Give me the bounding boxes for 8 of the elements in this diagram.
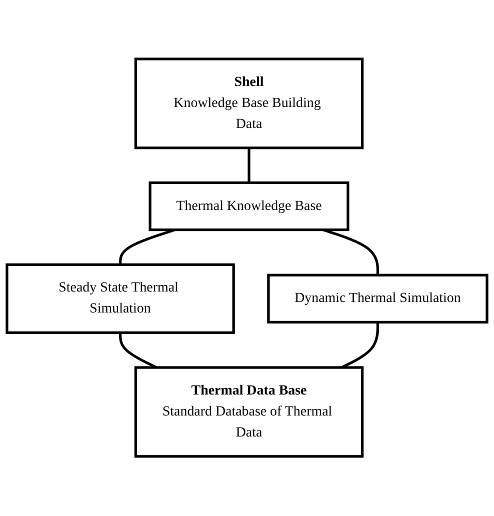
connector [340, 322, 380, 369]
node-box: Dynamic Thermal Simulation [267, 274, 488, 324]
node-box: Shell Knowledge Base Building Data [134, 58, 364, 150]
connector [248, 148, 250, 184]
node-box: Thermal Data Base Standard Database of Thermal Data [134, 366, 364, 458]
node-box: Thermal Knowledge Base [148, 182, 350, 232]
node-box: Steady State Thermal Simulation [6, 264, 235, 334]
connector [118, 332, 158, 369]
